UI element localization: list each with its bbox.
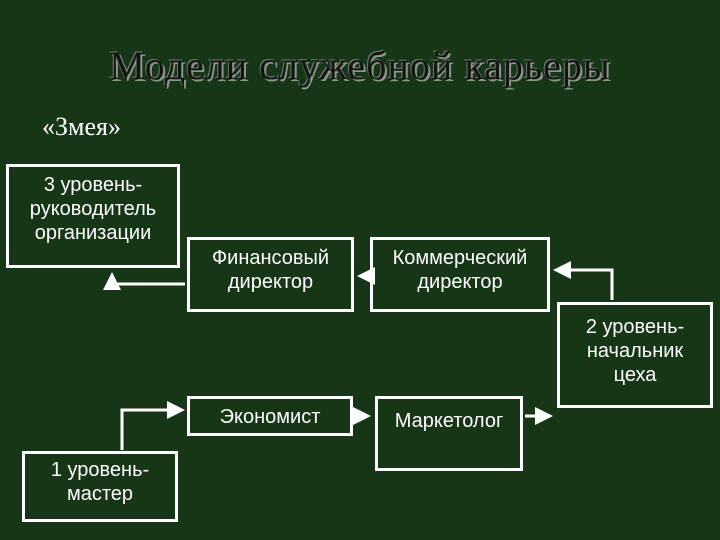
node-commercial-director: Коммерческий директор [370,237,550,312]
node-director: 3 уровень- руководитель организации [6,164,180,268]
arrow-master-to-economist [120,401,185,450]
page-title: Модели служебной карьеры [109,43,611,88]
arrow-financial-to-director [103,272,185,290]
arrow-shop-head-to-commercial [553,261,614,300]
node-economist: Экономист [187,396,353,436]
node-marketer: Маркетолог [375,396,523,471]
node-financial-director: Финансовый директор [187,237,354,312]
model-subtitle: «Змея» [42,112,121,141]
node-master: 1 уровень- мастер [22,451,178,522]
node-shop-head: 2 уровень- начальник цеха [557,302,713,408]
